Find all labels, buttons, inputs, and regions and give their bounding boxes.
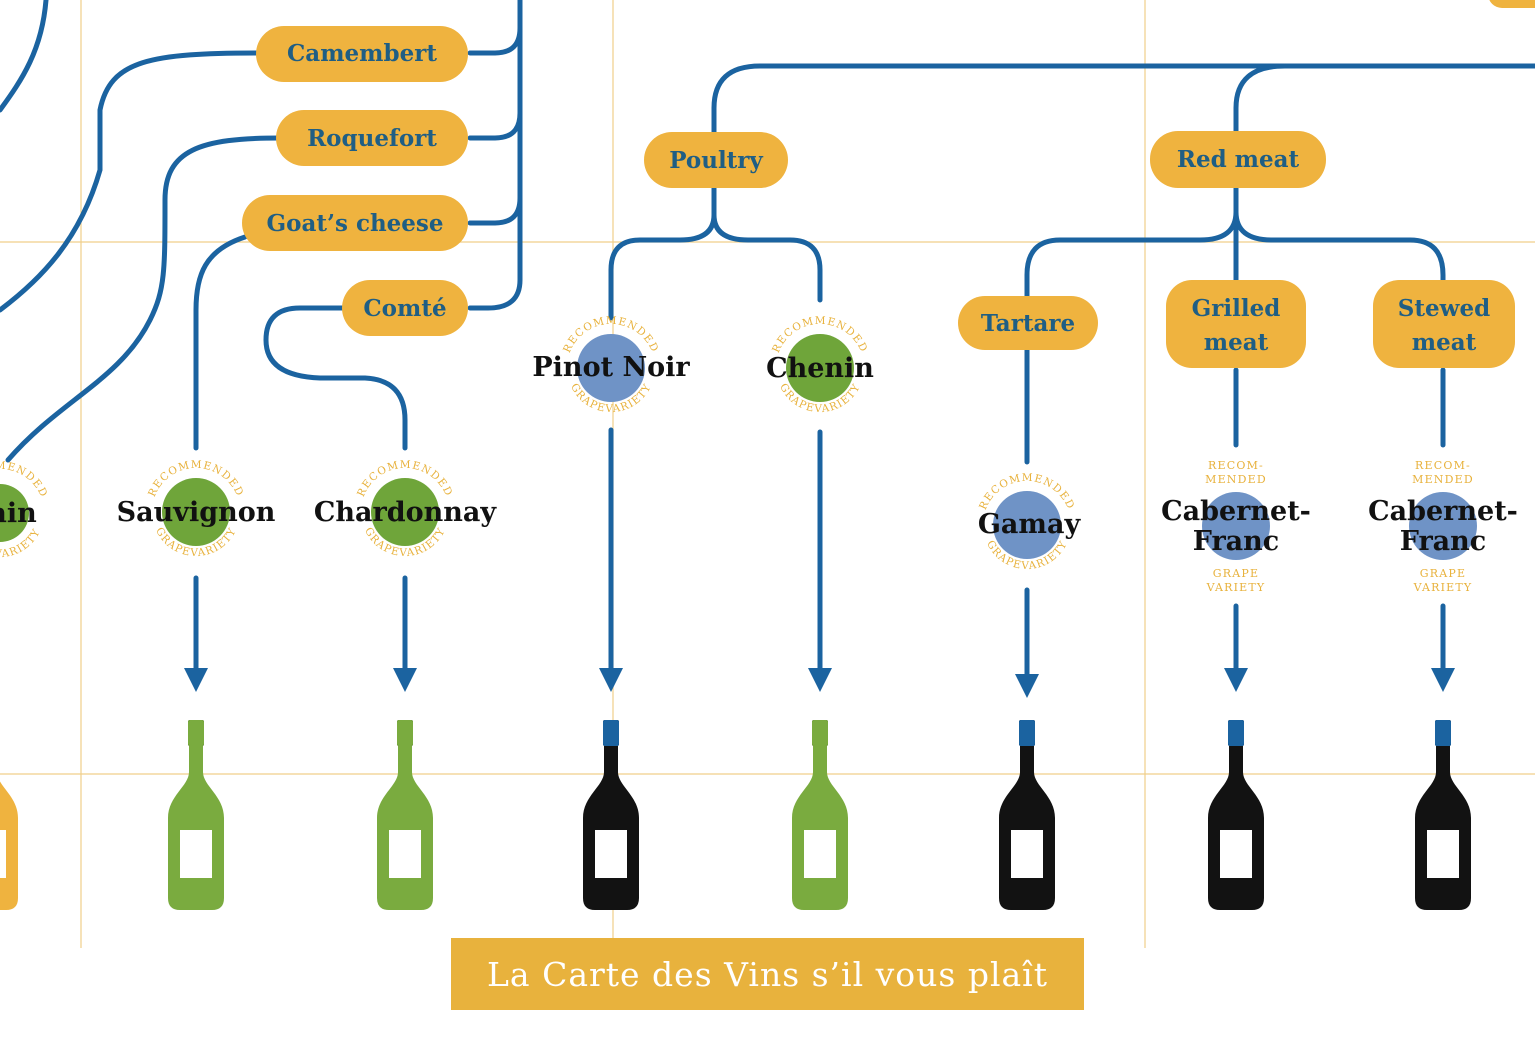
grape-name: Sauvignon bbox=[117, 497, 276, 528]
ring-label-bottom-1: GRAPE bbox=[1213, 567, 1259, 580]
ring-label-top-2: MENDED bbox=[1205, 473, 1267, 486]
bottle-partial-yellow-icon bbox=[0, 720, 18, 910]
bottle-red-wine-icon bbox=[1415, 720, 1471, 910]
category-pill-poultry: Poultry bbox=[644, 132, 788, 188]
grape-name-line2: Franc bbox=[1400, 526, 1486, 557]
cheese-label: Camembert bbox=[287, 40, 437, 67]
dish-pill-grilled-meat: Grilled meat bbox=[1166, 280, 1306, 368]
bottle-white-wine-icon bbox=[377, 720, 433, 910]
category-pill-red-meat: Red meat bbox=[1150, 131, 1326, 188]
arrowheads bbox=[184, 668, 1455, 698]
dish-label-line2: meat bbox=[1204, 329, 1269, 356]
grape-badge-chenin: RECOMMENDED GRAPEVARIETY Chenin bbox=[766, 315, 874, 415]
dish-label-line1: Grilled bbox=[1192, 295, 1281, 322]
cropped-pill bbox=[1489, 0, 1535, 8]
category-label: Poultry bbox=[669, 147, 763, 174]
grape-name: Chardonnay bbox=[314, 497, 497, 528]
bottle-red-wine-icon bbox=[999, 720, 1055, 910]
grape-badge-chardonnay: RECOMMENDED GRAPEVARIETY Chardonnay bbox=[314, 459, 497, 559]
grape-badge-cabernet-franc-stewed: RECOM- MENDED GRAPE VARIETY Cabernet- Fr… bbox=[1368, 459, 1518, 594]
ring-label-top-1: RECOM- bbox=[1208, 459, 1264, 472]
ring-label-top-1: RECOM- bbox=[1415, 459, 1471, 472]
cheese-label: Comté bbox=[363, 295, 446, 322]
connector-lines bbox=[0, 0, 1535, 689]
grape-name-line1: Cabernet- bbox=[1161, 496, 1311, 527]
bottle-red-wine-icon bbox=[1208, 720, 1264, 910]
grape-name: hin bbox=[0, 498, 37, 529]
cheese-label: Roquefort bbox=[307, 125, 437, 152]
dish-pill-tartare: Tartare bbox=[958, 296, 1098, 350]
grape-name: Chenin bbox=[766, 353, 874, 384]
grape-badge-gamay: RECOMMENDED GRAPEVARIETY Gamay bbox=[977, 472, 1081, 572]
cheese-pill-goats-cheese: Goat’s cheese bbox=[242, 195, 468, 251]
cheese-pill-roquefort: Roquefort bbox=[276, 110, 468, 166]
ring-label-bottom-2: VARIETY bbox=[1413, 581, 1473, 594]
grape-name: Pinot Noir bbox=[532, 352, 690, 383]
bottle-white-wine-icon bbox=[168, 720, 224, 910]
dish-pill-stewed-meat: Stewed meat bbox=[1373, 280, 1515, 368]
dish-label-line1: Stewed bbox=[1398, 295, 1490, 322]
cheese-pill-comte: Comté bbox=[342, 280, 468, 336]
grape-badge-cabernet-franc-grilled: RECOM- MENDED GRAPE VARIETY Cabernet- Fr… bbox=[1161, 459, 1311, 594]
bottle-white-wine-icon bbox=[792, 720, 848, 910]
category-label: Red meat bbox=[1177, 146, 1300, 173]
grape-name: Gamay bbox=[978, 509, 1082, 540]
grape-badge-sauvignon: RECOMMENDED GRAPEVARIETY Sauvignon bbox=[117, 459, 276, 559]
ring-label-top-2: MENDED bbox=[1412, 473, 1474, 486]
grape-badge-pinot-noir: RECOMMENDED GRAPEVARIETY Pinot Noir bbox=[532, 315, 690, 415]
ring-label-bottom-1: GRAPE bbox=[1420, 567, 1466, 580]
dish-label: Tartare bbox=[981, 310, 1075, 337]
bottle-red-wine-icon bbox=[583, 720, 639, 910]
grape-name-line2: Franc bbox=[1193, 526, 1279, 557]
dish-label-line2: meat bbox=[1412, 329, 1477, 356]
title-banner: La Carte des Vins s’il vous plaît bbox=[451, 938, 1084, 1010]
ring-label-bottom-2: VARIETY bbox=[1206, 581, 1266, 594]
grape-name-line1: Cabernet- bbox=[1368, 496, 1518, 527]
grape-badge-partial: RECOMMENDED GRAPEVARIETY hin bbox=[0, 460, 49, 560]
cheese-pill-camembert: Camembert bbox=[256, 26, 468, 82]
cheese-label: Goat’s cheese bbox=[266, 210, 443, 237]
